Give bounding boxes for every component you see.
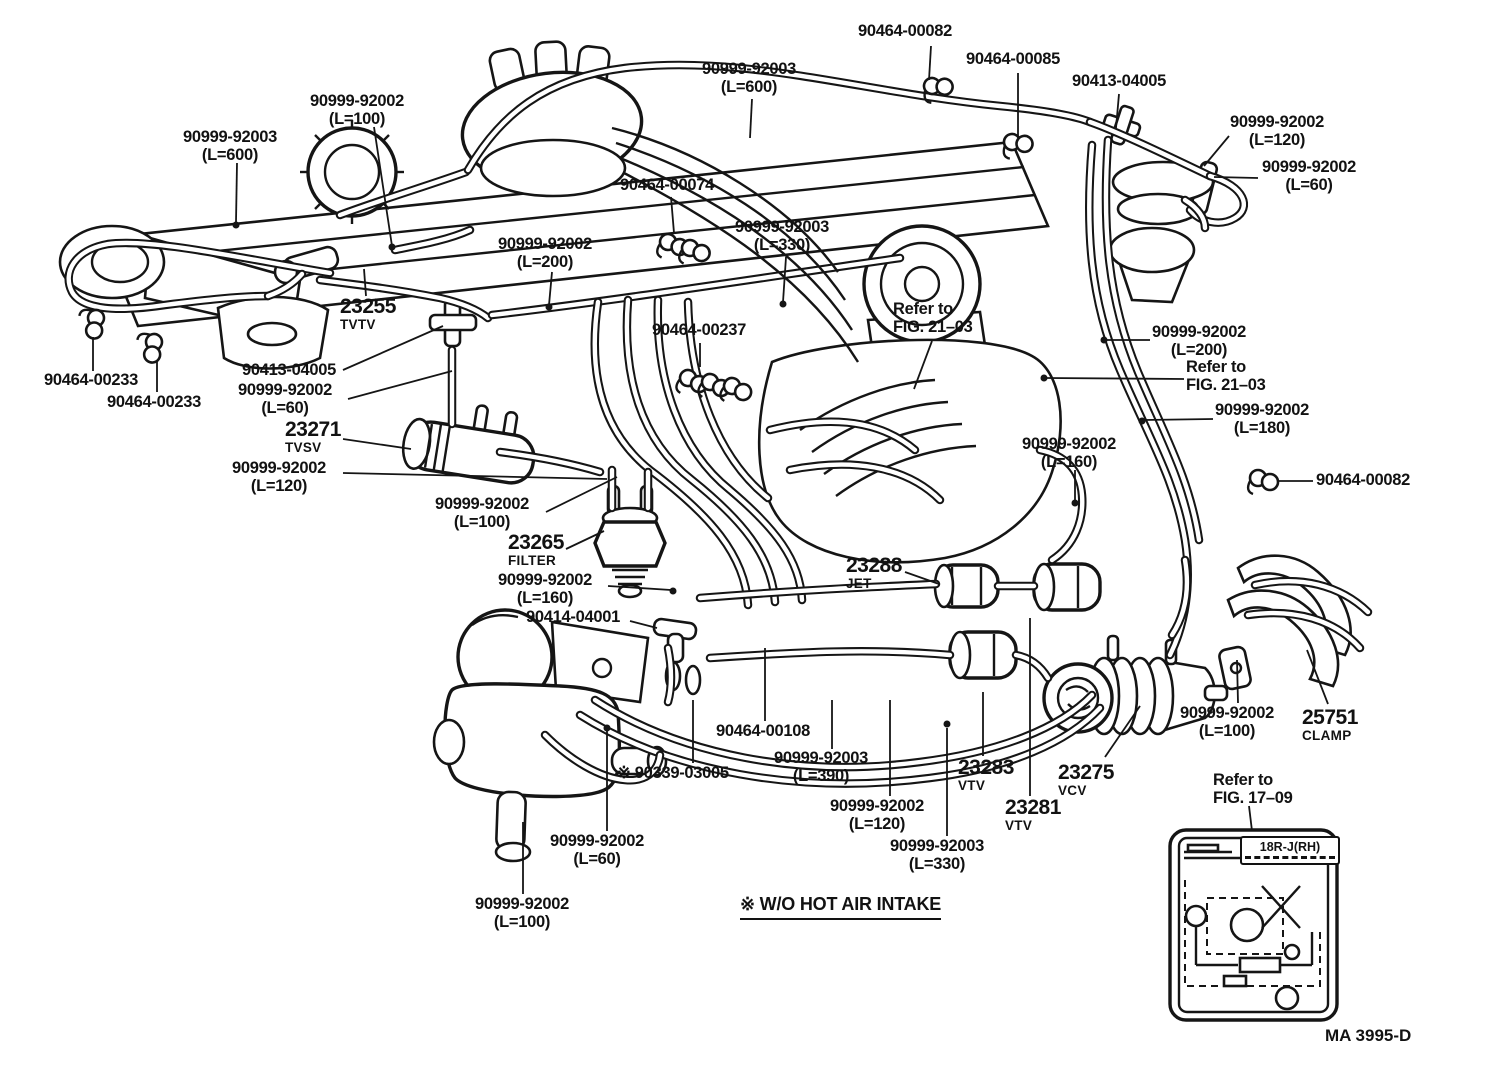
part-callout-23255: 23255 TVTV [340,296,396,332]
part-label-90413-04005-mid: 90413-04005 [242,361,336,379]
part-number: 23271 [285,418,341,441]
part-number: 23275 [1058,761,1114,784]
hose-label-92003-L330-bottom: 90999-92003 (L=330) [890,837,984,874]
part-callout-25751: 25751 CLAMP [1302,707,1358,743]
clip-90464-00233-b [135,329,167,366]
part-callout-23275: 23275 VCV [1058,762,1114,798]
hose-label-92002-L60-right: 90999-92002 (L=60) [1262,158,1356,195]
part-label-90464-00082-right: 90464-00082 [1316,471,1410,489]
part-label-90464-00237: 90464-00237 [652,321,746,339]
refer-fig-21-03-right: Refer to FIG. 21–03 [1186,358,1266,395]
distributor [460,40,644,198]
wo-hot-air-intake-note: ※ W/O HOT AIR INTAKE [740,894,941,920]
egr-valve-stack [1108,160,1219,304]
part-label-90414-04001: 90414-04001 [526,608,620,626]
part-type: VTV [958,778,986,793]
hose-label-92002-L60-bottom: 90999-92002 (L=60) [550,832,644,869]
tee-90414 [652,617,702,696]
hose-label-92002-L120-bottom: 90999-92002 (L=120) [830,797,924,834]
hose-label-92002-L160-right: 90999-92002 (L=160) [1022,435,1116,472]
hose-label-92003-L330-center: 90999-92003 (L=330) [735,218,829,255]
oil-filler-cap [300,120,404,224]
part-label-90464-00074: 90464-00074 [620,176,714,194]
part-number: 23283 [958,756,1014,779]
part-number: 25751 [1302,706,1358,729]
hose-label-92002-L100-dist: 90999-92002 (L=100) [310,92,404,129]
leader-lines [92,45,1329,894]
hose-label-92002-L180: 90999-92002 (L=180) [1215,401,1309,438]
hose-label-92002-L200-right: 90999-92002 (L=200) [1152,323,1246,360]
refer-fig-17-09: Refer to FIG. 17–09 [1213,771,1293,808]
part-label-90413-04005-top: 90413-04005 [1072,72,1166,90]
part-label-90464-00108: 90464-00108 [716,722,810,740]
part-label-90339-03005: ※ 90339-03005 [617,764,729,782]
intake-elbow [216,295,330,370]
part-type: TVTV [340,317,376,332]
spark-plug-wires [611,126,860,363]
part-label-90464-00233-b: 90464-00233 [107,393,201,411]
part-type: CLAMP [1302,728,1352,743]
part-callout-23288: 23288 JET [846,555,902,591]
hose-label-92002-L160-center: 90999-92002 (L=160) [498,571,592,608]
hose-label-92002-L100-clamp: 90999-92002 (L=100) [1180,704,1274,741]
part-type: VTV [1005,818,1033,833]
hose-label-92003-L390: 90999-92003 (L=390) [774,749,868,786]
figure-code: MA 3995-D [1325,1026,1412,1045]
clip-90464-00082-right [1246,468,1280,496]
vtv-23281 [1032,562,1102,612]
part-type: FILTER [508,553,557,568]
part-label-90464-00082-top: 90464-00082 [858,22,952,40]
part-type: TVSV [285,440,322,455]
hose-label-92003-L600-top: 90999-92003 (L=600) [702,60,796,97]
tvsv-valve [401,404,536,485]
inset-engine-code: 18R-J(RH) [1240,836,1340,865]
hose-label-92003-L600-left: 90999-92003 (L=600) [183,128,277,165]
hose-label-92002-L100-center: 90999-92002 (L=100) [435,495,529,532]
vtv-23283 [948,630,1018,680]
part-callout-23281: 23281 VTV [1005,797,1061,833]
part-type: JET [846,576,872,591]
part-callout-23271: 23271 TVSV [285,419,341,455]
part-callout-23283: 23283 VTV [958,757,1014,793]
jet-23288 [933,563,1000,609]
part-number: 23281 [1005,796,1061,819]
hose-label-92002-L120-left: 90999-92002 (L=120) [232,459,326,496]
part-number: 23265 [508,531,564,554]
part-label-90464-00085: 90464-00085 [966,50,1060,68]
hose-label-92002-L60-mid: 90999-92002 (L=60) [238,381,332,418]
hose-label-92002-L100-bottom: 90999-92002 (L=100) [475,895,569,932]
filter-23265 [593,484,667,599]
clip-90464-00237-c [718,375,755,407]
part-number: 23255 [340,295,396,318]
part-label-90464-00233-a: 90464-00233 [44,371,138,389]
part-number: 23288 [846,554,902,577]
hose-label-92002-L120-right: 90999-92002 (L=120) [1230,113,1324,150]
refer-fig-21-03-left: Refer to FIG. 21–03 [893,300,973,337]
vacuum-hoses [64,60,1373,788]
part-callout-23265: 23265 FILTER [508,532,564,568]
part-type: VCV [1058,783,1087,798]
air-pump [432,608,668,863]
hose-label-92002-L200-left: 90999-92002 (L=200) [498,235,592,272]
